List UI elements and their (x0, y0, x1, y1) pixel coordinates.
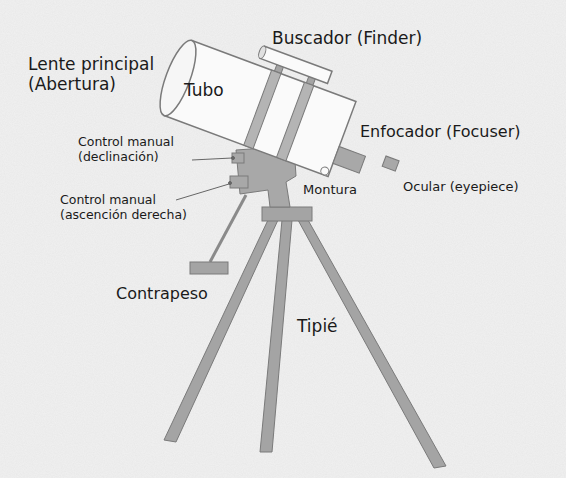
part-label: Contrapeso (116, 284, 208, 303)
part-label: Ocular (eyepiece) (403, 179, 519, 195)
part-label: Tubo (184, 80, 224, 100)
tripod (164, 207, 446, 468)
part-label: Montura (303, 182, 357, 198)
leader-lines (176, 157, 235, 201)
counterweight (190, 195, 246, 274)
part-label: Tipié (297, 316, 338, 336)
part-label: Control manual (ascención derecha) (60, 192, 222, 222)
part-label: Control manual (declinación) (78, 134, 196, 164)
eyepiece (382, 156, 399, 171)
part-label: Lente principal (Abertura) (28, 54, 178, 95)
part-label: Enfocador (Focuser) (360, 122, 520, 141)
part-label: Buscador (Finder) (272, 28, 422, 48)
